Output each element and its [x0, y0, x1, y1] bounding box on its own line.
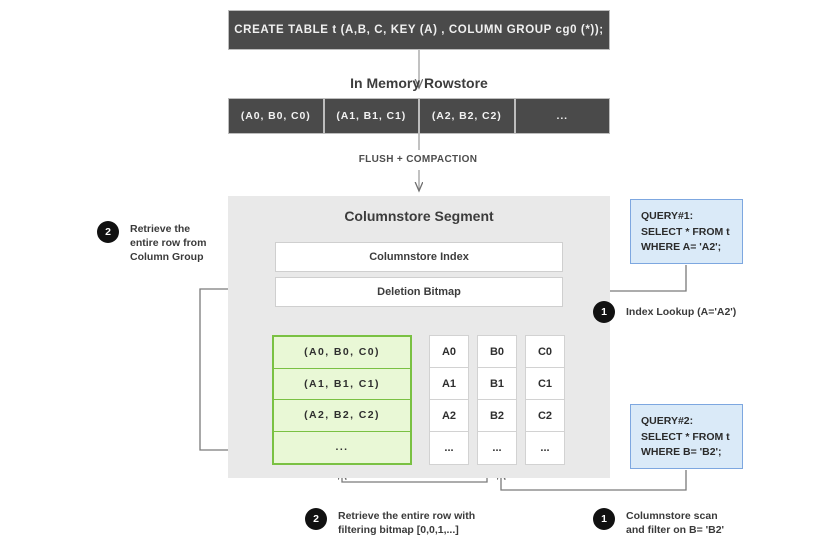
column-a-cell: A2	[430, 400, 468, 432]
column-c-cell: ...	[526, 432, 564, 464]
rowstore-cell: (A0, B0, C0)	[228, 98, 324, 134]
columnstore-index-box: Columnstore Index	[275, 242, 563, 272]
query-2-callout: QUERY#2: SELECT * FROM t WHERE B= 'B2';	[630, 404, 743, 469]
column-b-cell: B1	[478, 368, 516, 400]
query-1-line-3: WHERE A= 'A2';	[641, 241, 722, 253]
annotation-badge-1: 1	[593, 301, 615, 323]
annotation-index-lookup: 1 Index Lookup (A='A2')	[593, 301, 736, 323]
column-group-table: (A0, B0, C0) (A1, B1, C1) (A2, B2, C2) .…	[272, 335, 412, 465]
column-b-cell: B2	[478, 400, 516, 432]
column-group-row: (A0, B0, C0)	[274, 337, 410, 369]
rowstore-title: In Memory Rowstore	[350, 75, 488, 91]
annotation-index-lookup-text: Index Lookup (A='A2')	[626, 306, 737, 318]
annotation-retrieve-column-group-text: Retrieve the entire row from Column Grou…	[130, 223, 207, 263]
create-table-statement-bar: CREATE TABLE t (A,B, C, KEY (A) , COLUMN…	[228, 10, 610, 50]
column-a-cell: ...	[430, 432, 468, 464]
column-group-row: ...	[274, 431, 410, 463]
column-c-cell: C1	[526, 368, 564, 400]
column-b: B0 B1 B2 ...	[477, 335, 517, 465]
annotation-columnstore-scan: 1 Columnstore scan and filter on B= 'B2'	[593, 508, 724, 537]
annotation-retrieve-column-group: 2 Retrieve the entire row from Column Gr…	[97, 221, 206, 264]
column-c-cell: C2	[526, 400, 564, 432]
column-group-row: (A1, B1, C1)	[274, 368, 410, 400]
column-b-cell: B0	[478, 336, 516, 368]
annotation-badge-2: 2	[305, 508, 327, 530]
query-1-callout: QUERY#1: SELECT * FROM t WHERE A= 'A2';	[630, 199, 743, 264]
create-table-statement-text: CREATE TABLE t (A,B, C, KEY (A) , COLUMN…	[234, 24, 604, 36]
annotation-columnstore-scan-text: Columnstore scan and filter on B= 'B2'	[626, 510, 725, 536]
rowstore-cell: (A1, B1, C1)	[323, 98, 419, 134]
column-c: C0 C1 C2 ...	[525, 335, 565, 465]
query-2-line-3: WHERE B= 'B2';	[641, 446, 722, 458]
column-b-cell: ...	[478, 432, 516, 464]
column-group-row: (A2, B2, C2)	[274, 400, 410, 432]
column-a-cell: A0	[430, 336, 468, 368]
annotation-badge-2: 2	[97, 221, 119, 243]
column-a-cell: A1	[430, 368, 468, 400]
deletion-bitmap-box: Deletion Bitmap	[275, 277, 563, 307]
flush-compaction-label: FLUSH + COMPACTION	[358, 154, 478, 165]
annotation-badge-1: 1	[593, 508, 615, 530]
rowstore-cell: ...	[514, 98, 610, 134]
query-1-line-2: SELECT * FROM t	[641, 225, 730, 238]
rowstore-cell: (A2, B2, C2)	[419, 98, 515, 134]
annotation-retrieve-bitmap-text: Retrieve the entire row with filtering b…	[338, 510, 476, 536]
columnstore-segment-title: Columnstore Segment	[344, 208, 494, 224]
query-2-line-1: QUERY#2:	[641, 415, 694, 427]
annotation-retrieve-bitmap: 2 Retrieve the entire row with filtering…	[305, 508, 475, 537]
query-1-line-1: QUERY#1:	[641, 210, 694, 222]
rowstore-row: (A0, B0, C0) (A1, B1, C1) (A2, B2, C2) .…	[228, 98, 610, 134]
query-2-line-2: SELECT * FROM t	[641, 430, 730, 443]
column-a: A0 A1 A2 ...	[429, 335, 469, 465]
column-c-cell: C0	[526, 336, 564, 368]
